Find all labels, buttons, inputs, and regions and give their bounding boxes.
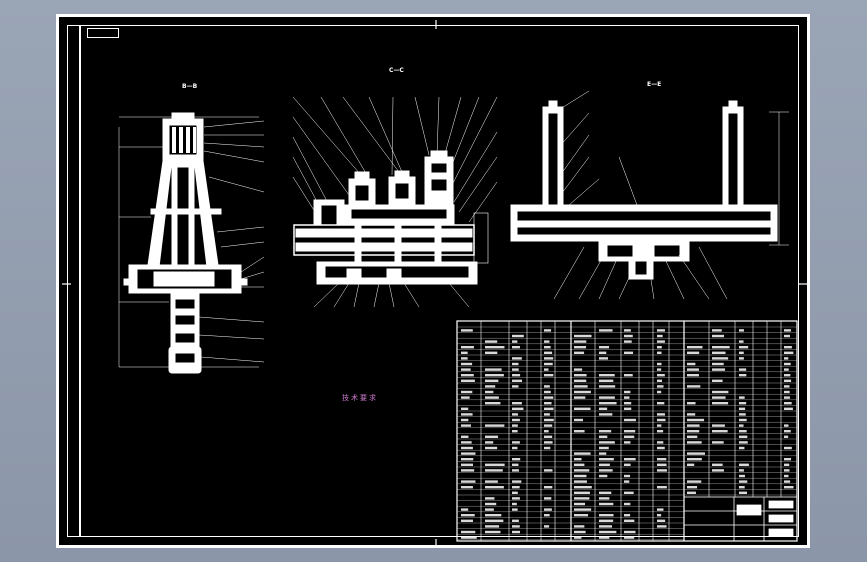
drawing-canvas xyxy=(62,20,810,548)
drawing-frame xyxy=(67,25,799,537)
notes-title: 技术要求 xyxy=(342,394,378,402)
parts-list-rows xyxy=(457,326,797,540)
drawing-sheet: B—B C—C E—E xyxy=(56,14,810,548)
middle-view-drawing xyxy=(292,96,498,308)
title-block xyxy=(683,496,798,542)
sheet-stamp xyxy=(87,28,119,38)
view-label-left: B—B xyxy=(182,83,198,90)
parts-list-table xyxy=(456,320,798,542)
view-label-middle: C—C xyxy=(389,67,404,74)
parts-list-text xyxy=(461,329,794,539)
view-label-right: E—E xyxy=(647,81,662,88)
left-view-drawing xyxy=(118,112,265,374)
right-view-drawing xyxy=(510,90,789,300)
binding-margin xyxy=(67,25,81,537)
